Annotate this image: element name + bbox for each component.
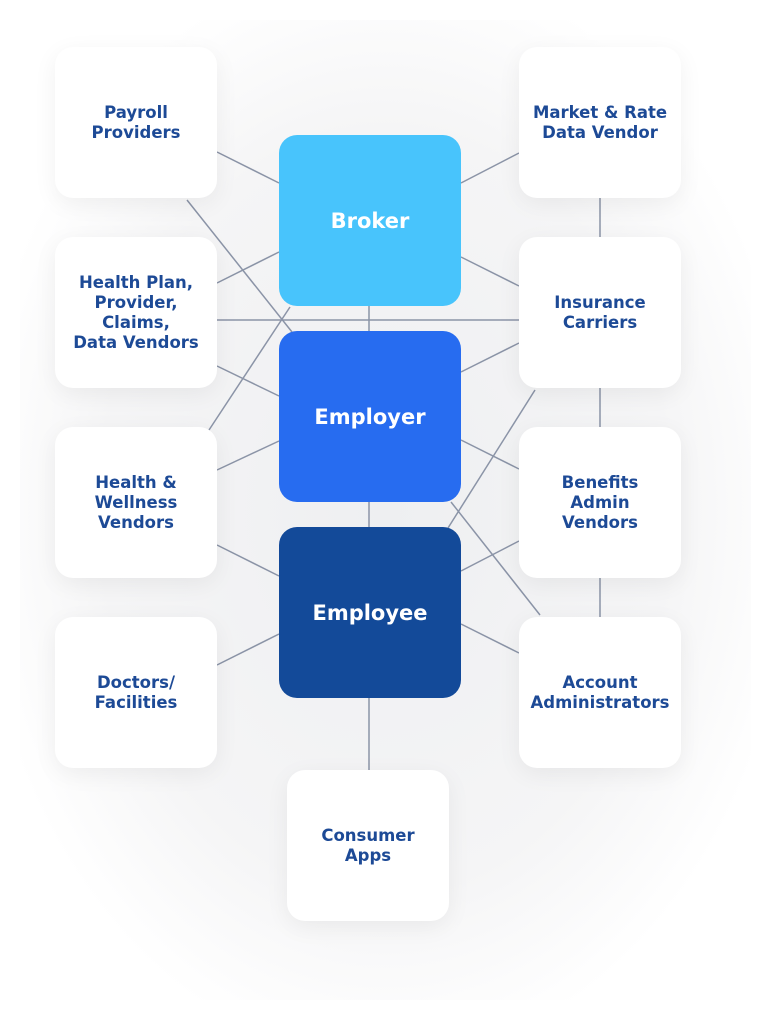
connector — [216, 251, 280, 284]
node-health-wellness-vendors: Health & Wellness Vendors — [55, 427, 217, 578]
node-payroll-providers: Payroll Providers — [55, 47, 217, 198]
connector — [460, 623, 520, 654]
node-market-rate-data-vendor: Market & Rate Data Vendor — [519, 47, 681, 198]
connector — [208, 306, 291, 431]
connector — [216, 544, 280, 577]
connector — [460, 439, 520, 470]
node-health-plan-vendors: Health Plan, Provider, Claims, Data Vend… — [55, 237, 217, 388]
connector — [216, 151, 280, 184]
connector — [450, 501, 541, 616]
node-broker: Broker — [279, 135, 461, 306]
connector — [447, 389, 536, 529]
node-benefits-admin-vendors: Benefits Admin Vendors — [519, 427, 681, 578]
node-employee: Employee — [279, 527, 461, 698]
connector — [460, 256, 520, 287]
connector — [216, 633, 280, 666]
node-account-administrators: Account Administrators — [519, 617, 681, 768]
connector — [216, 365, 280, 397]
connector — [460, 342, 520, 373]
node-doctors-facilities: Doctors/ Facilities — [55, 617, 217, 768]
node-employer: Employer — [279, 331, 461, 502]
node-insurance-carriers: Insurance Carriers — [519, 237, 681, 388]
connector — [186, 199, 293, 333]
node-consumer-apps: Consumer Apps — [287, 770, 449, 921]
connector — [460, 540, 520, 572]
connector — [460, 152, 520, 184]
connector — [216, 440, 280, 471]
